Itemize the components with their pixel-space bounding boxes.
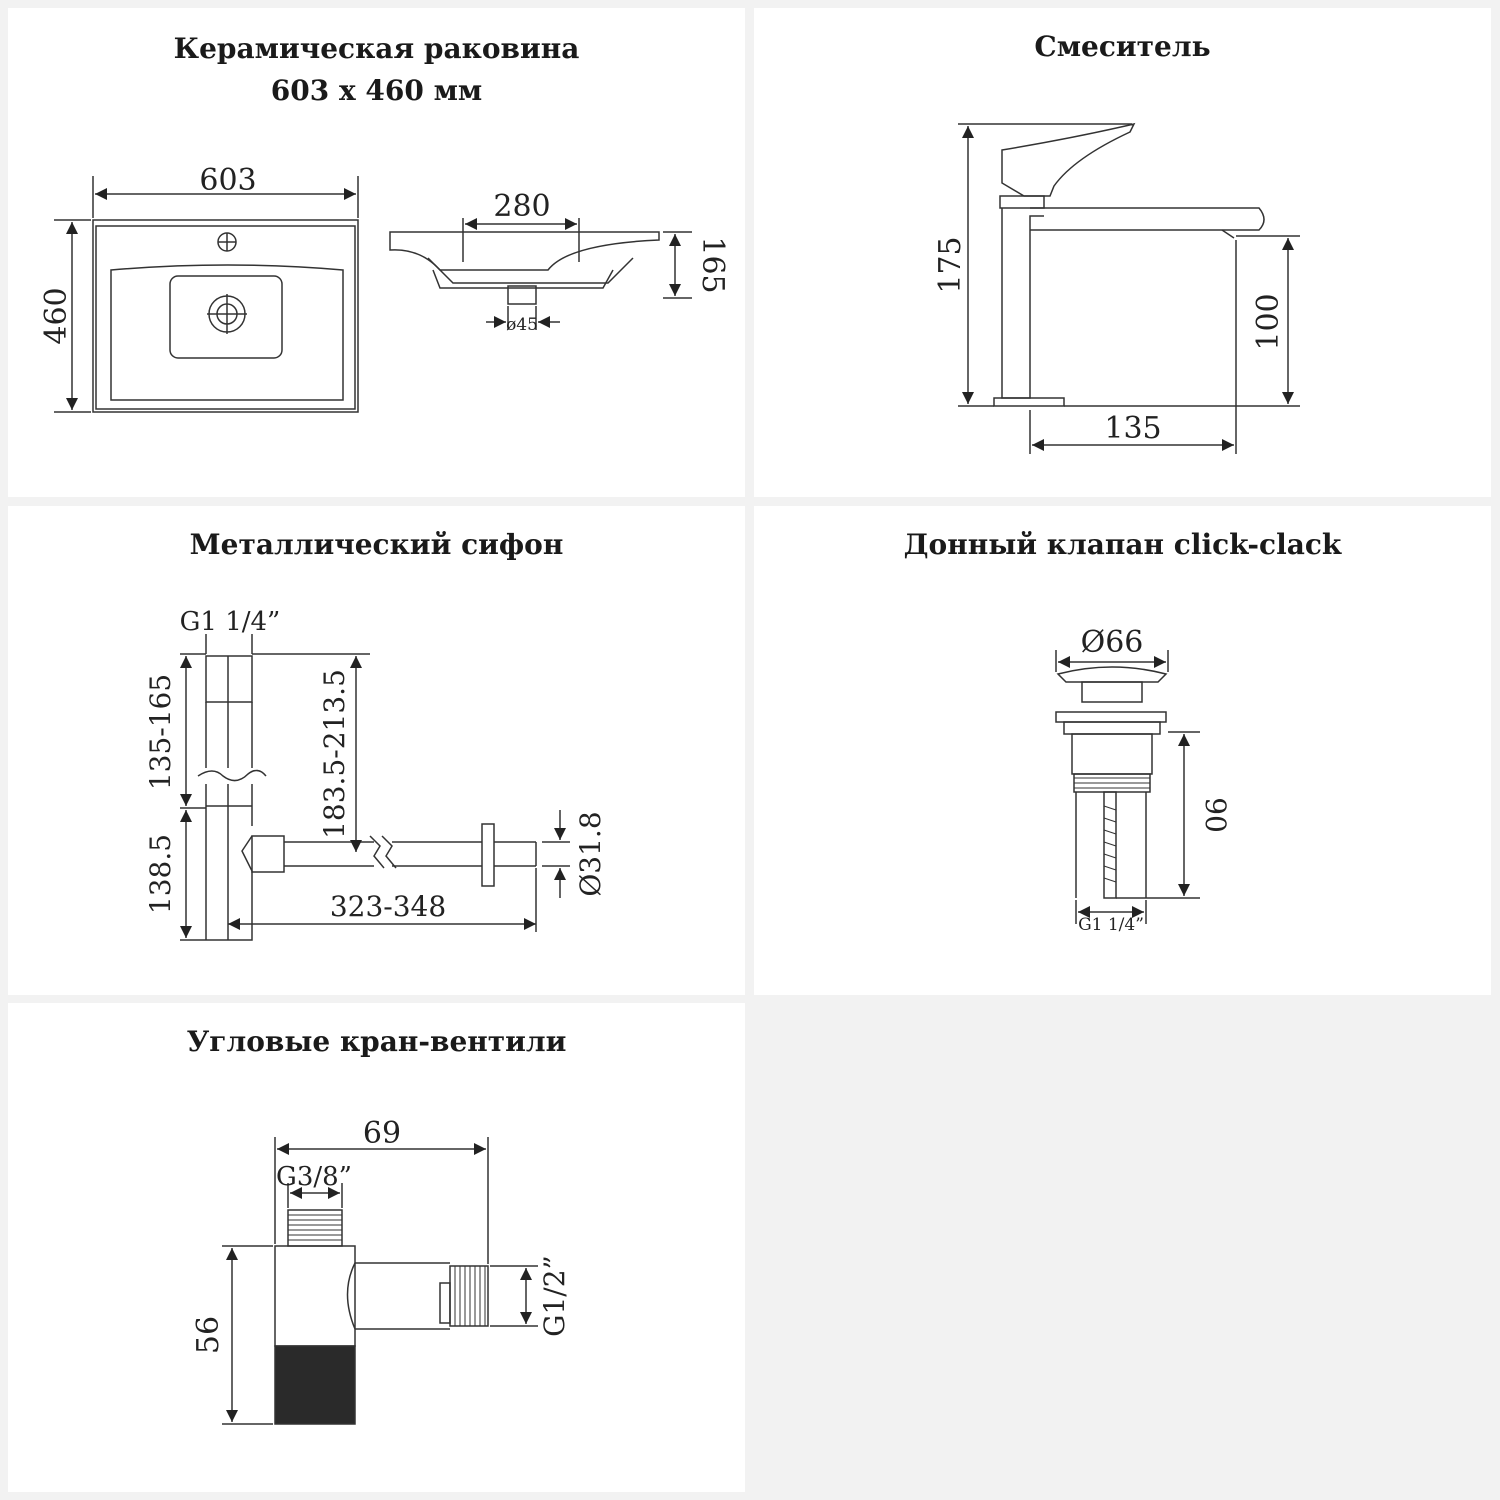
faucet-title: Смеситель [1034, 30, 1211, 63]
angle-valve-dim-width: 69 [363, 1116, 401, 1151]
siphon-dim-bottom: 138.5 [144, 834, 177, 914]
sink-dim-width: 603 [199, 163, 256, 198]
sink-dim-height: 165 [695, 236, 730, 293]
faucet-dim-spout-height: 100 [1251, 293, 1286, 350]
angle-valve-drawing: 69 G3/8” 56 G1/2” [191, 1116, 571, 1425]
panel-sink: Керамическая раковина 603 х 460 мм [8, 8, 745, 497]
sink-title-line2: 603 х 460 мм [270, 74, 483, 107]
valve-dim-thread: G1 1/4” [1078, 915, 1144, 935]
angle-valve-dim-thread-in: G3/8” [276, 1162, 352, 1192]
valve-drawing: Ø66 90 G1 1/4” [1055, 625, 1232, 935]
siphon-drawing: G1 1/4” 135-165 138.5 183.5-213.5 323-34… [144, 607, 607, 941]
sink-dim-depth: 460 [39, 287, 74, 344]
angle-valve-dim-thread-out: G1/2” [538, 1255, 571, 1337]
siphon-dim-thread: G1 1/4” [180, 607, 281, 637]
faucet-dim-height: 175 [933, 236, 968, 293]
faucet-dim-reach: 135 [1104, 411, 1161, 446]
panel-angle-valve: Угловые кран-вентили [8, 1003, 745, 1492]
sink-title-line1: Керамическая раковина [173, 32, 580, 65]
angle-valve-title: Угловые кран-вентили [186, 1025, 567, 1058]
panel-siphon: Металлический сифон [8, 506, 745, 995]
siphon-dim-pipe: Ø31.8 [574, 811, 607, 896]
valve-title: Донный клапан click-clack [903, 528, 1342, 561]
angle-valve-dim-height: 56 [191, 1316, 226, 1354]
faucet-drawing: 175 100 135 [933, 122, 1300, 454]
siphon-dim-outlet-height: 183.5-213.5 [318, 669, 351, 839]
sink-drawing: 603 460 280 165 ø45 [39, 163, 730, 413]
sink-title: Керамическая раковина 603 х 460 мм [8, 28, 745, 112]
siphon-title: Металлический сифон [189, 528, 564, 561]
panel-faucet: Смеситель [754, 8, 1491, 497]
sink-dim-holes: 280 [493, 189, 550, 224]
siphon-dim-top: 135-165 [144, 674, 177, 790]
valve-dim-height: 90 [1199, 797, 1232, 833]
panel-drain-valve: Донный клапан click-clack [754, 506, 1491, 995]
siphon-dim-length: 323-348 [330, 890, 446, 923]
valve-dim-cap: Ø66 [1081, 625, 1144, 660]
sink-dim-drain: ø45 [506, 315, 538, 335]
